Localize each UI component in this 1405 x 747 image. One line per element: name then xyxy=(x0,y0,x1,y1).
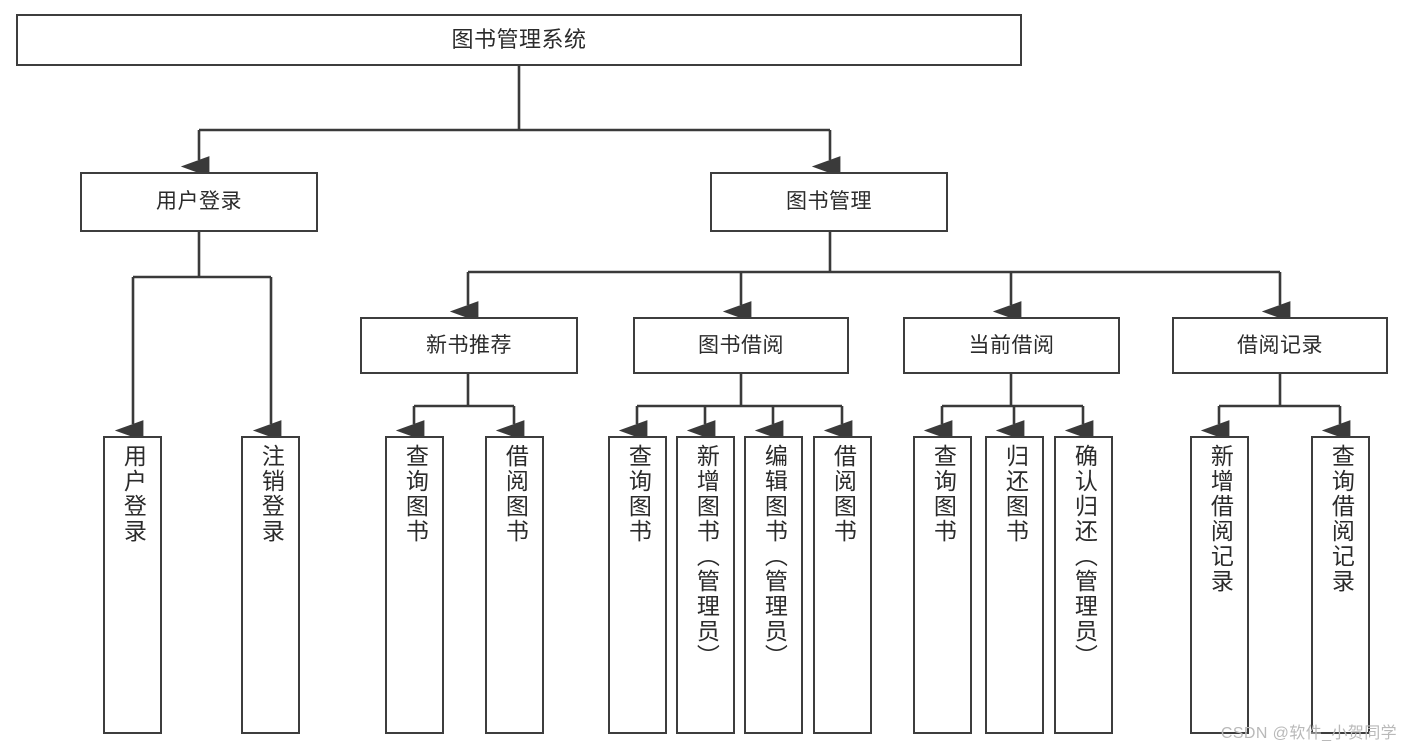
node-root-label: 图书管理系统 xyxy=(451,26,587,52)
leaf-query-books-recommend[interactable]: 查询图书 xyxy=(385,436,444,734)
node-root[interactable]: 图书管理系统 xyxy=(16,14,1022,66)
leaf-edit-book-admin-label: 编辑图书（管理员） xyxy=(761,444,788,669)
leaf-borrow-books-recommend-label: 借阅图书 xyxy=(502,444,529,544)
node-user-login[interactable]: 用户登录 xyxy=(80,172,318,232)
leaf-user-login-label: 用户登录 xyxy=(120,444,147,544)
leaf-borrow-books-borrowing-label: 借阅图书 xyxy=(830,444,857,544)
leaf-edit-book-admin[interactable]: 编辑图书（管理员） xyxy=(744,436,803,734)
leaf-return-books[interactable]: 归还图书 xyxy=(985,436,1044,734)
leaf-borrow-books-recommend[interactable]: 借阅图书 xyxy=(485,436,544,734)
leaf-query-books-recommend-label: 查询图书 xyxy=(402,444,429,544)
leaf-return-books-label: 归还图书 xyxy=(1002,444,1029,544)
node-current-borrowing-label: 当前借阅 xyxy=(968,333,1055,357)
leaf-confirm-return-admin-label: 确认归还（管理员） xyxy=(1071,444,1098,669)
node-book-management[interactable]: 图书管理 xyxy=(710,172,948,232)
leaf-borrow-books-borrowing[interactable]: 借阅图书 xyxy=(813,436,872,734)
leaf-query-books-current[interactable]: 查询图书 xyxy=(913,436,972,734)
node-borrow-records-label: 借阅记录 xyxy=(1237,333,1323,357)
node-book-borrowing-label: 图书借阅 xyxy=(698,333,784,357)
node-user-login-label: 用户登录 xyxy=(156,190,242,214)
node-current-borrowing[interactable]: 当前借阅 xyxy=(903,317,1120,374)
leaf-add-borrow-record-label: 新增借阅记录 xyxy=(1207,444,1234,594)
leaf-query-borrow-record[interactable]: 查询借阅记录 xyxy=(1311,436,1370,734)
leaf-confirm-return-admin[interactable]: 确认归还（管理员） xyxy=(1054,436,1113,734)
leaf-query-books-borrowing-label: 查询图书 xyxy=(625,444,652,544)
leaf-logout[interactable]: 注销登录 xyxy=(241,436,300,734)
leaf-query-books-borrowing[interactable]: 查询图书 xyxy=(608,436,667,734)
leaf-add-borrow-record[interactable]: 新增借阅记录 xyxy=(1190,436,1249,734)
leaf-user-login[interactable]: 用户登录 xyxy=(103,436,162,734)
leaf-add-book-admin-label: 新增图书（管理员） xyxy=(693,444,720,669)
leaf-query-borrow-record-label: 查询借阅记录 xyxy=(1328,444,1355,594)
node-new-book-recommendation[interactable]: 新书推荐 xyxy=(360,317,578,374)
leaf-query-books-current-label: 查询图书 xyxy=(930,444,957,544)
node-book-borrowing[interactable]: 图书借阅 xyxy=(633,317,849,374)
leaf-logout-label: 注销登录 xyxy=(258,444,285,544)
node-book-management-label: 图书管理 xyxy=(786,190,872,214)
node-new-book-recommendation-label: 新书推荐 xyxy=(426,333,512,357)
watermark-text: CSDN @软件_小贺同学 xyxy=(1220,725,1397,742)
node-borrow-records[interactable]: 借阅记录 xyxy=(1172,317,1388,374)
leaf-add-book-admin[interactable]: 新增图书（管理员） xyxy=(676,436,735,734)
